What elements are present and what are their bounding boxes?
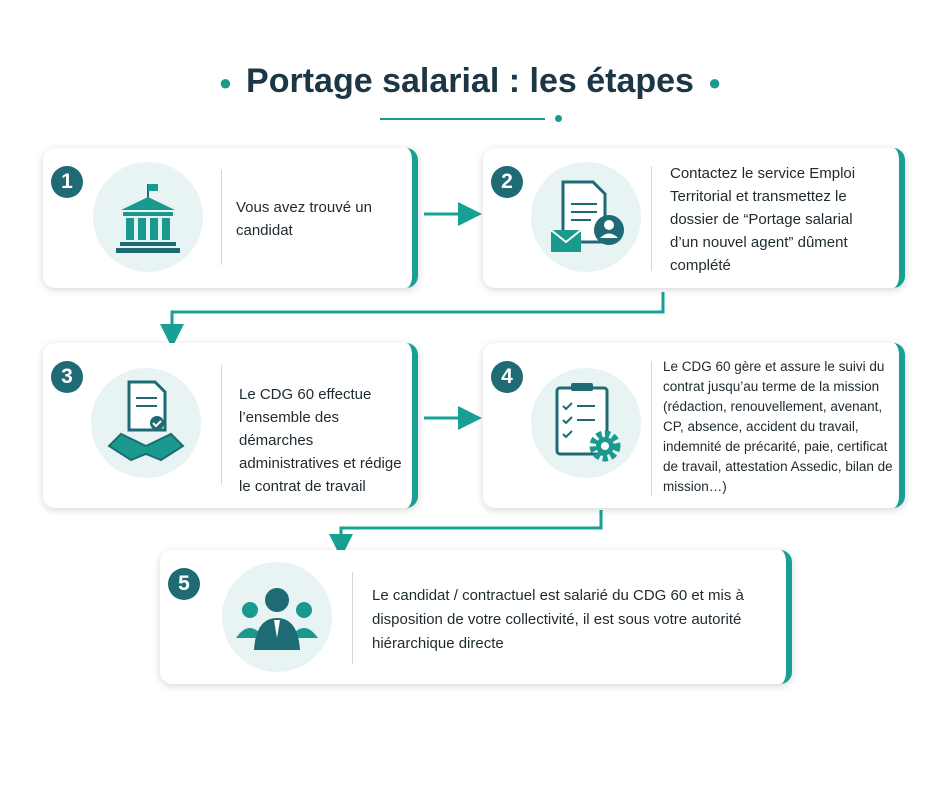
arrow-2-3 xyxy=(160,292,665,348)
step-badge: 4 xyxy=(491,361,523,393)
title-text: Portage salarial : les étapes xyxy=(246,62,694,100)
step-1-card: 1 Vous avez trouvé un candidat xyxy=(43,148,418,288)
divider xyxy=(221,170,222,265)
divider xyxy=(352,572,353,664)
step-1-text: Vous avez trouvé un candidat xyxy=(236,199,372,239)
document-mail-user-icon xyxy=(531,162,641,272)
divider xyxy=(651,361,652,496)
step-4-text: Le CDG 60 gère et assure le suivi du con… xyxy=(663,359,893,494)
divider xyxy=(221,365,222,485)
step-4-card: 4 Le CDG 60 gère et assure le suivi du c… xyxy=(483,343,905,508)
step-badge: 2 xyxy=(491,166,523,198)
arrow-4-5 xyxy=(329,510,603,558)
divider xyxy=(651,166,652,271)
town-hall-icon xyxy=(93,162,203,272)
title-underline-dot xyxy=(555,115,562,122)
team-icon xyxy=(222,562,332,672)
step-badge: 3 xyxy=(51,361,83,393)
step-3-card: 3 Le CDG 60 effectue l’ensemble des déma… xyxy=(43,343,418,508)
step-5-text: Le candidat / contractuel est salarié du… xyxy=(372,587,744,652)
step-5-card: 5 Le candidat / contractuel est salarié … xyxy=(160,550,792,684)
title-underline xyxy=(380,118,545,120)
step-2-text: Contactez le service Emploi Territorial … xyxy=(670,165,856,274)
step-badge: 5 xyxy=(168,568,200,600)
step-badge: 1 xyxy=(51,166,83,198)
contract-handshake-icon xyxy=(91,368,201,478)
page-title: ●Portage salarial : les étapes● xyxy=(218,62,722,100)
step-3-text: Le CDG 60 effectue l’ensemble des démarc… xyxy=(239,386,402,495)
step-2-card: 2 Contactez le service Emploi Territoria… xyxy=(483,148,905,288)
clipboard-gear-icon xyxy=(531,368,641,478)
